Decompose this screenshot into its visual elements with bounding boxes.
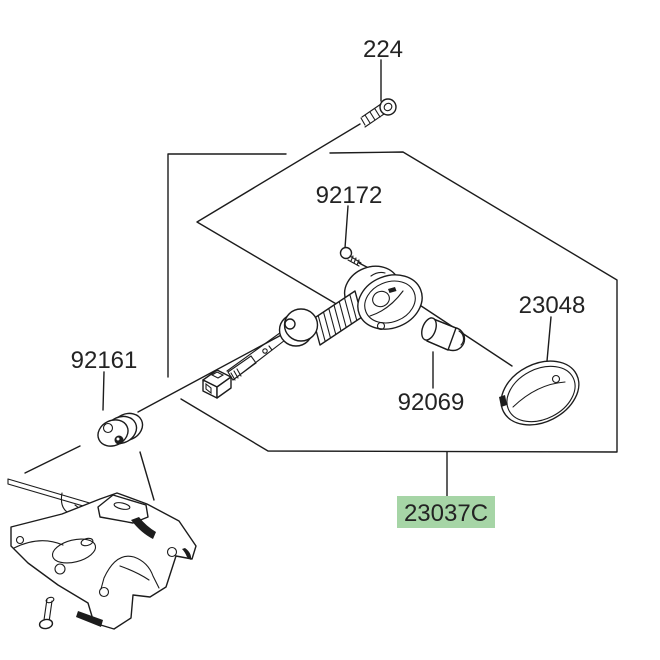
part-label-224: 224 bbox=[363, 36, 403, 63]
part-label-23048: 23048 bbox=[519, 292, 586, 319]
screw-224-drawing bbox=[360, 98, 397, 128]
assembly-boundary-box bbox=[167, 151, 618, 453]
turn-signal-body-drawing bbox=[202, 265, 423, 399]
part-label-92069: 92069 bbox=[398, 389, 465, 416]
bracket-drawing bbox=[7, 478, 197, 630]
leader-lines bbox=[24, 59, 552, 501]
part-label-92161: 92161 bbox=[71, 347, 138, 374]
part-label-23037C[interactable]: 23037C bbox=[404, 500, 488, 527]
highlighted-part-callout[interactable]: 23037C bbox=[397, 496, 495, 528]
bulb-92069-drawing bbox=[421, 317, 466, 352]
screw-92172-drawing bbox=[339, 246, 362, 267]
damper-92161-drawing bbox=[97, 412, 144, 447]
highlight-box[interactable] bbox=[397, 496, 495, 528]
part-label-92172: 92172 bbox=[316, 182, 383, 209]
lens-23048-drawing bbox=[499, 360, 580, 426]
